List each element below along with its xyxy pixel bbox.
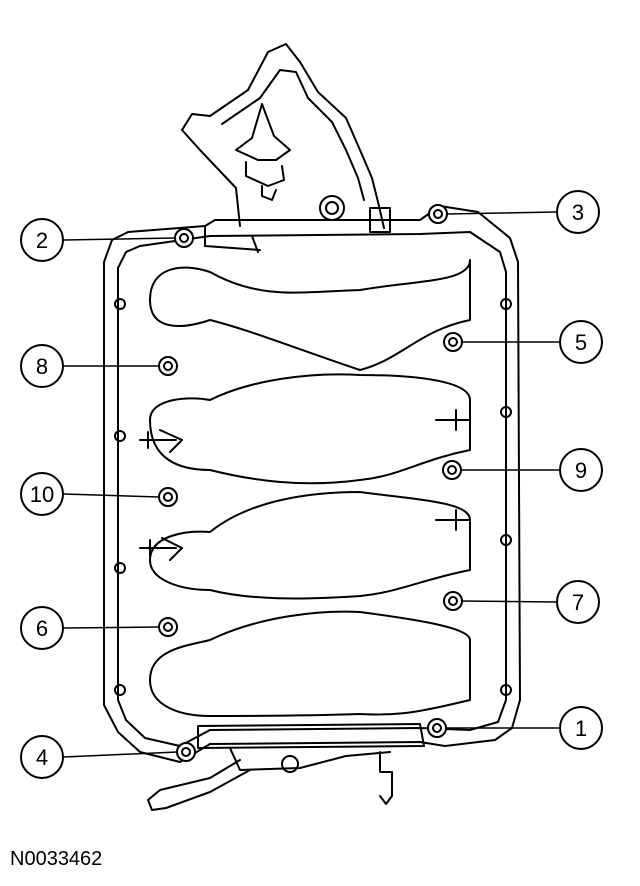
callout-10: 10 <box>20 472 64 516</box>
bolt-8 <box>158 356 178 376</box>
callout-label-6: 6 <box>36 616 48 641</box>
callout-7: 7 <box>556 580 600 624</box>
leader-2 <box>63 237 176 241</box>
runner-3 <box>149 491 471 600</box>
callout-2: 2 <box>20 218 64 262</box>
callout-label-5: 5 <box>575 330 587 355</box>
callout-5: 5 <box>559 320 603 364</box>
callout-label-4: 4 <box>36 745 48 770</box>
side-clips <box>139 409 471 561</box>
callout-9: 9 <box>559 448 603 492</box>
bolt-1 <box>427 718 447 738</box>
bolt-5 <box>443 332 463 352</box>
bolt-6 <box>158 617 178 637</box>
bolt-4 <box>176 742 196 762</box>
bolt-3 <box>428 204 448 224</box>
callout-1: 1 <box>559 706 603 750</box>
runner-4 <box>149 610 471 717</box>
bolt-7 <box>443 591 463 611</box>
leader-3 <box>446 211 557 215</box>
callout-label-8: 8 <box>36 354 48 379</box>
callout-label-10: 10 <box>30 482 54 507</box>
leader-7 <box>461 600 557 603</box>
bolt-10 <box>158 487 178 507</box>
leader-10 <box>63 493 160 498</box>
figure-id: N0033462 <box>10 848 103 870</box>
bolt-9 <box>442 460 462 480</box>
callout-4: 4 <box>20 735 64 779</box>
callout-label-3: 3 <box>572 200 584 225</box>
fuel-rail <box>147 723 425 811</box>
runner-2 <box>149 373 471 485</box>
callout-label-7: 7 <box>572 590 584 615</box>
callout-label-1: 1 <box>575 716 587 741</box>
callout-6: 6 <box>20 606 64 650</box>
callout-3: 3 <box>556 190 600 234</box>
leader-6 <box>63 626 160 629</box>
bolt-2 <box>174 228 194 248</box>
intake-runners <box>149 259 471 717</box>
runner-1 <box>149 259 471 371</box>
leader-4 <box>63 751 178 758</box>
callout-label-2: 2 <box>36 228 48 253</box>
callout-8: 8 <box>20 344 64 388</box>
flange-tabs <box>114 298 512 696</box>
callout-label-9: 9 <box>575 458 587 483</box>
upper-bracket <box>181 43 391 253</box>
